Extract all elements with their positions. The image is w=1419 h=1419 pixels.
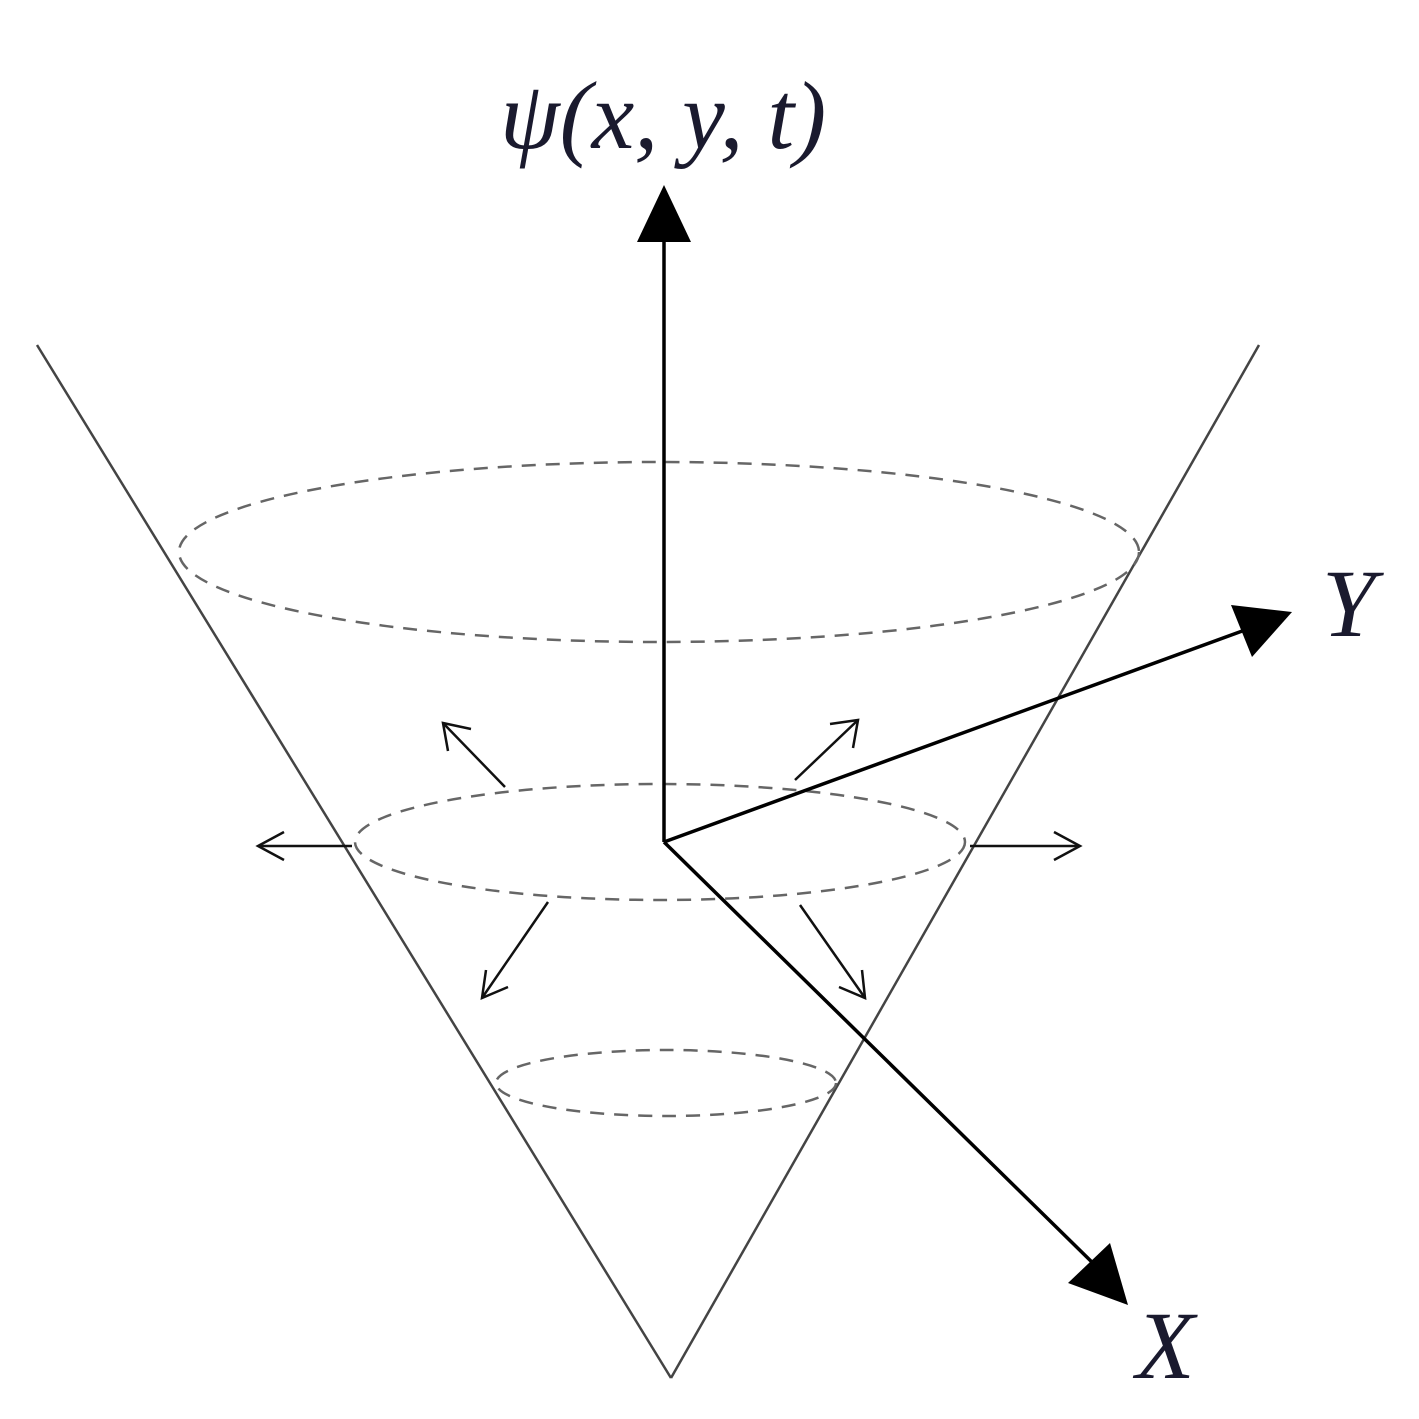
level-ellipse-bottom (494, 1048, 838, 1118)
wave-arrow-upper-right (794, 718, 860, 781)
wave-arrow-upper-left (441, 721, 506, 788)
psi-axis-label: ψ(x, y, t) (500, 62, 826, 169)
x-axis-label: X (1132, 1292, 1198, 1399)
wave-arrow-right (970, 830, 1083, 862)
level-ellipse-top (177, 460, 1141, 644)
y-axis-label: Y (1322, 550, 1384, 657)
y-axis-arrowhead (1231, 605, 1292, 657)
cone-left-edge (35, 344, 673, 1379)
x-axis (662, 840, 1128, 1305)
psi-axis (637, 185, 691, 842)
level-ellipse-middle (353, 782, 967, 902)
wave-arrow-left (255, 830, 352, 862)
wave-arrow-lower-left (480, 901, 550, 1001)
cone-right-edge (669, 344, 1261, 1379)
psi-axis-arrowhead (637, 185, 691, 242)
wave-arrow-lower-right (798, 904, 867, 1000)
y-axis (663, 605, 1292, 844)
x-axis-arrowhead (1068, 1243, 1128, 1305)
